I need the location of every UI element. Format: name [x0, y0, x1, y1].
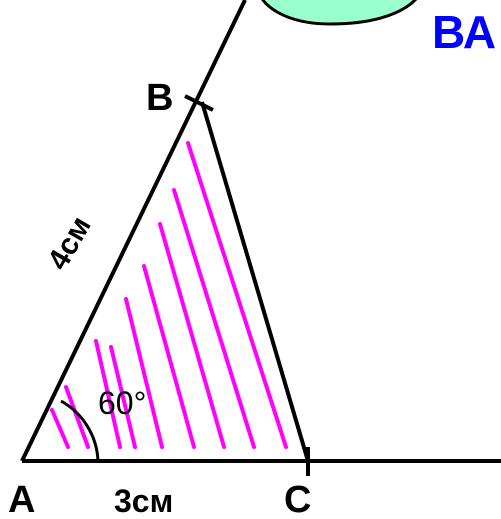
hatch-line [109, 345, 137, 449]
hatch-line [142, 264, 196, 449]
hatch-line [94, 339, 122, 449]
hatch-line [186, 141, 288, 449]
hatch-line [50, 408, 70, 449]
angle-arc [60, 399, 100, 462]
vertex-label-c: C [284, 479, 311, 519]
hatch-line [124, 297, 164, 449]
side-ray-ab [20, 0, 247, 462]
side-label-ac: 3см [114, 483, 173, 519]
header-text: ВА [432, 6, 496, 58]
side-bc [200, 101, 310, 462]
vertex-label-a: A [8, 479, 35, 519]
hatch-line [158, 222, 226, 449]
vertex-label-b: B [146, 77, 173, 119]
triangle-hatching [50, 141, 288, 449]
hatch-line [64, 385, 90, 449]
hatch-line [172, 188, 256, 449]
side-label-ab: 4см [41, 211, 97, 276]
cloud-shape [261, 0, 418, 26]
tick-mark-b [184, 94, 214, 112]
angle-label: 60° [98, 385, 146, 421]
